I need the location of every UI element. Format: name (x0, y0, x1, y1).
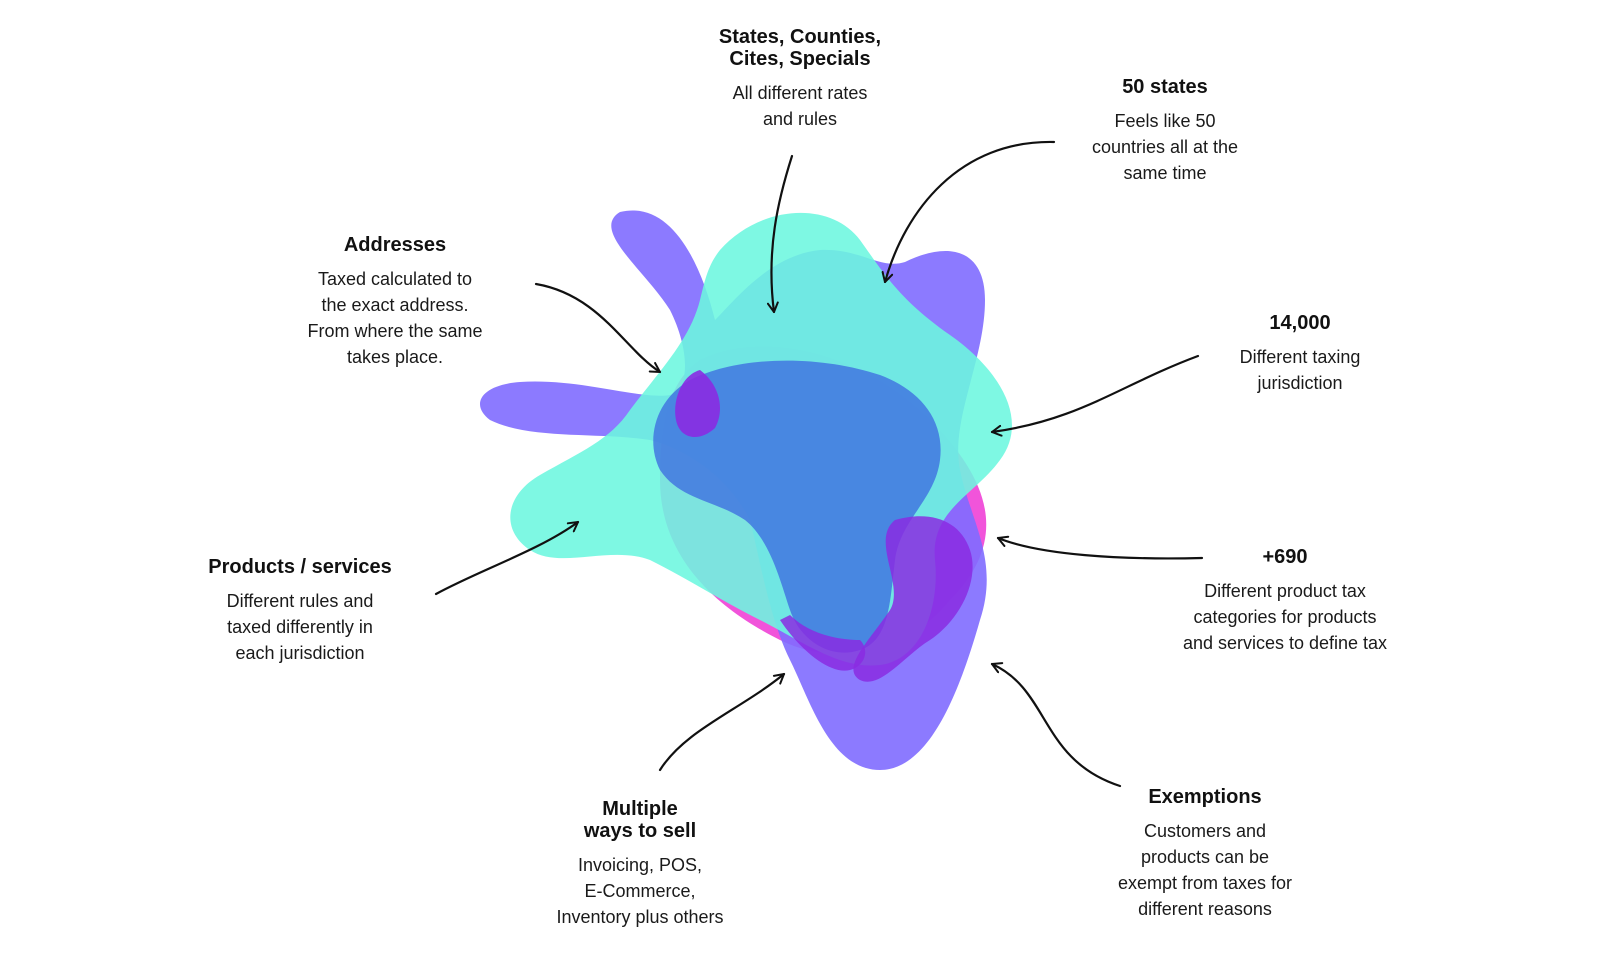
callout-title: 14,000 (1269, 312, 1331, 334)
callout-title: Products / services (208, 556, 392, 578)
callout-products-services: Products / services Different rules and … (180, 556, 420, 666)
callout-exemptions: Exemptions Customers and products can be… (1085, 786, 1325, 922)
callout-addresses: Addresses Taxed calculated to the exact … (275, 234, 515, 370)
callout-title: 50 states (1122, 76, 1208, 98)
arrow-addresses (534, 282, 662, 374)
violet-overlap-bottom (853, 516, 973, 682)
callout-description: All different rates and rules (732, 83, 868, 129)
callout-title: States, Counties, Cites, Specials (718, 26, 882, 70)
arrow-products (434, 520, 580, 596)
callout-description: Different taxing jurisdiction (1239, 347, 1361, 393)
callout-description: Taxed calculated to the exact address. F… (307, 269, 483, 367)
callout-title: Addresses (343, 234, 447, 256)
arrow-ways-to-sell (658, 672, 786, 772)
callout-title: +690 (1262, 546, 1308, 568)
violet-overlap-low (780, 615, 866, 671)
callout-description: Feels like 50 countries all at the same … (1091, 111, 1239, 183)
callout-description: Different rules and taxed differently in… (226, 591, 374, 663)
callout-description: Different product tax categories for pro… (1182, 581, 1388, 653)
violet-overlap-left (675, 370, 720, 438)
arrow-states (766, 154, 794, 314)
callout-jurisdictions: 14,000 Different taxing jurisdiction (1180, 312, 1420, 396)
callout-50-states: 50 states Feels like 50 countries all at… (1040, 76, 1290, 186)
arrow-50-states (881, 140, 1056, 284)
arrow-exemptions (990, 662, 1122, 788)
callout-title: Multiple ways to sell (583, 798, 697, 842)
callout-description: Invoicing, POS, E-Commerce, Inventory pl… (556, 855, 724, 927)
arrows (434, 140, 1204, 788)
callout-title: Exemptions (1148, 786, 1262, 808)
blue-core-blob (653, 360, 941, 653)
callout-product-categories: +690 Different product tax categories fo… (1150, 546, 1420, 656)
callout-states-counties: States, Counties, Cites, Specials All di… (670, 26, 930, 132)
arrow-jurisdictions (990, 354, 1200, 437)
callout-ways-to-sell: Multiple ways to sell Invoicing, POS, E-… (520, 798, 760, 930)
arrow-categories (996, 535, 1204, 560)
callout-description: Customers and products can be exempt fro… (1117, 821, 1293, 919)
